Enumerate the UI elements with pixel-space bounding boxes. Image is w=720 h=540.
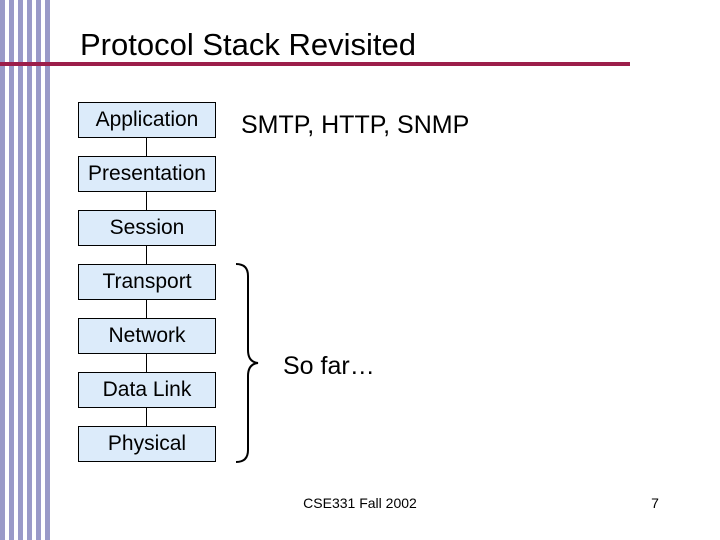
slide-title: Protocol Stack Revisited (80, 27, 416, 62)
right-curly-brace (235, 263, 259, 463)
slide-footer: CSE331 Fall 2002 (303, 495, 417, 511)
layer-network: Network (78, 318, 216, 354)
layer-data-link: Data Link (78, 372, 216, 408)
decorative-side-stripes (0, 0, 54, 540)
layer-application: Application (78, 102, 216, 138)
layer-connector (146, 408, 147, 426)
brace-note: So far… (283, 352, 375, 380)
layer-connector (146, 246, 147, 264)
layer-connector (146, 300, 147, 318)
layer-presentation: Presentation (78, 156, 216, 192)
layer-physical: Physical (78, 426, 216, 462)
layer-connector (146, 192, 147, 210)
layer-connector (146, 138, 147, 156)
layer-transport: Transport (78, 264, 216, 300)
layer-connector (146, 354, 147, 372)
layer-session: Session (78, 210, 216, 246)
page-number: 7 (651, 495, 659, 511)
title-underline (0, 62, 630, 66)
application-protocols-text: SMTP, HTTP, SNMP (241, 111, 470, 139)
